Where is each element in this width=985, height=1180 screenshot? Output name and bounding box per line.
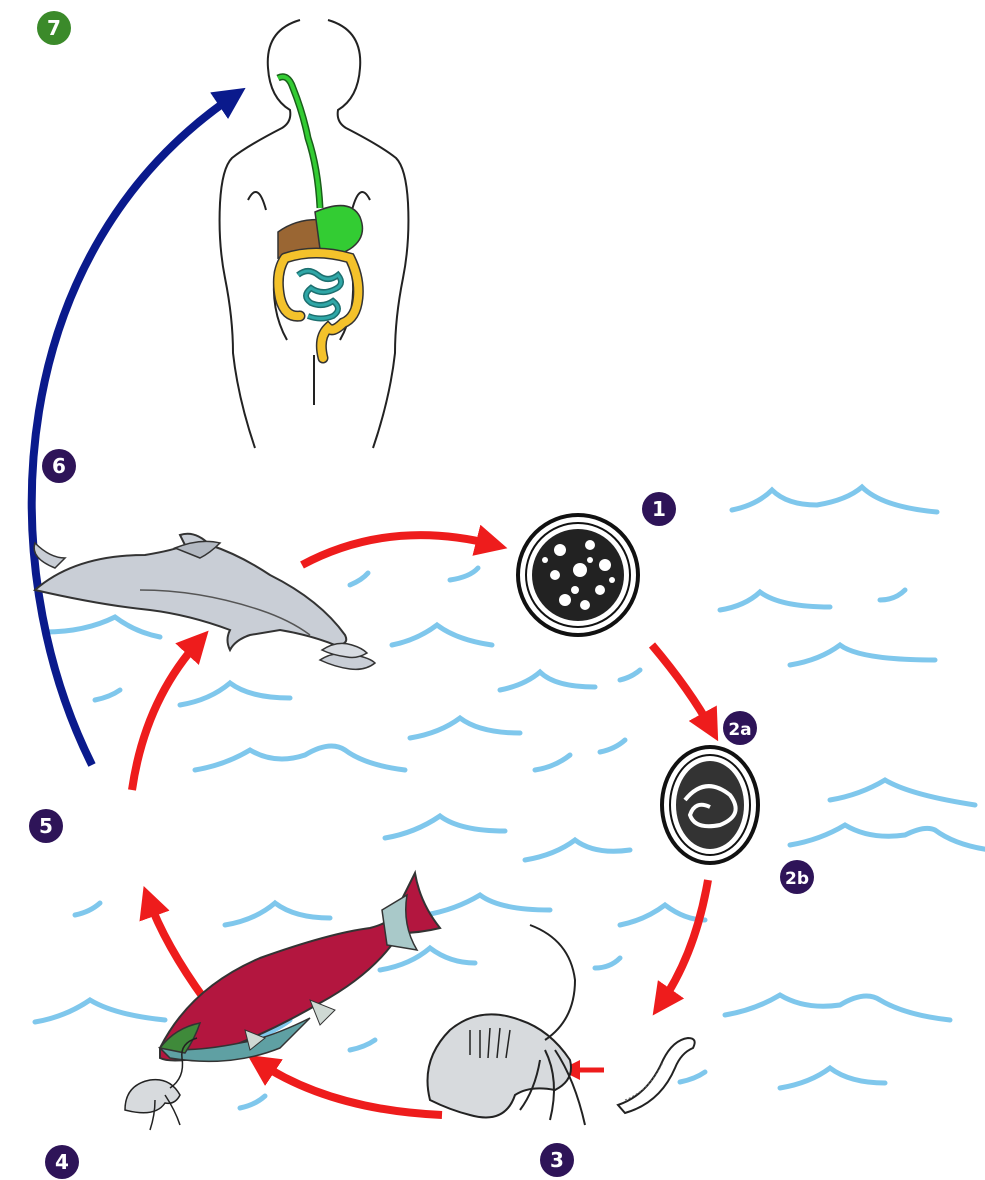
crustacean-icon [428,925,586,1125]
wave [790,825,985,850]
svg-text:6: 6 [52,454,66,478]
wave [525,840,630,860]
wave [385,816,505,838]
svg-text:7: 7 [47,16,61,40]
wave [725,995,950,1020]
human-infection-arrow [32,95,235,765]
wave [500,672,595,690]
arrow-egg-to-embryo [652,645,712,730]
embryonated-egg-icon [662,747,758,863]
step-badge-7: 7 [37,11,71,45]
wave [350,1040,375,1050]
wave [195,746,405,770]
wave [450,568,478,580]
wave [380,948,475,970]
unembryonated-egg-icon [518,515,638,635]
wave [225,903,330,925]
step-badge-3: 3 [540,1143,574,1177]
wave [425,895,550,915]
wave [392,625,492,645]
arrow-dolphin-to-egg [302,535,495,565]
wave [350,573,368,585]
wave [680,1072,705,1082]
arrow-embryo-to-larva [660,880,708,1005]
wave [880,590,905,600]
wave [720,592,830,610]
esophagus [278,77,320,208]
wave [600,740,625,752]
svg-text:5: 5 [39,814,53,838]
wave [45,617,160,637]
svg-text:3: 3 [550,1148,564,1172]
wave [595,958,620,968]
arrow-crustacean-to-fish [258,1062,442,1115]
wave [830,780,975,805]
step-badge-6: 6 [42,449,76,483]
svg-text:1: 1 [652,497,666,521]
step-badge-5: 5 [29,809,63,843]
wave [620,905,705,925]
wave [535,755,570,770]
dolphin-icon [34,534,346,650]
wave [75,903,100,915]
wave [790,645,935,665]
svg-text:2a: 2a [728,720,751,740]
wave [180,683,290,705]
wave [35,1000,165,1022]
step-badge-4: 4 [45,1145,79,1179]
wave [732,487,937,512]
arrow-to-dolphin [132,640,200,790]
svg-text:2b: 2b [785,869,809,889]
wave [780,1068,885,1088]
wave [240,1096,265,1108]
free-larva-icon [618,1038,695,1113]
svg-text:4: 4 [55,1150,69,1174]
wave [620,670,640,680]
small-fish-icon [320,643,375,669]
step-badge-2a: 2a [723,711,757,745]
wave [410,718,520,738]
arrow-fish-to-upper [148,898,205,1000]
step-badge-2b: 2b [780,860,814,894]
stomach [315,206,362,255]
step-badge-1: 1 [642,492,676,526]
human-digestive-tract-icon [220,20,409,448]
wave [95,690,120,700]
